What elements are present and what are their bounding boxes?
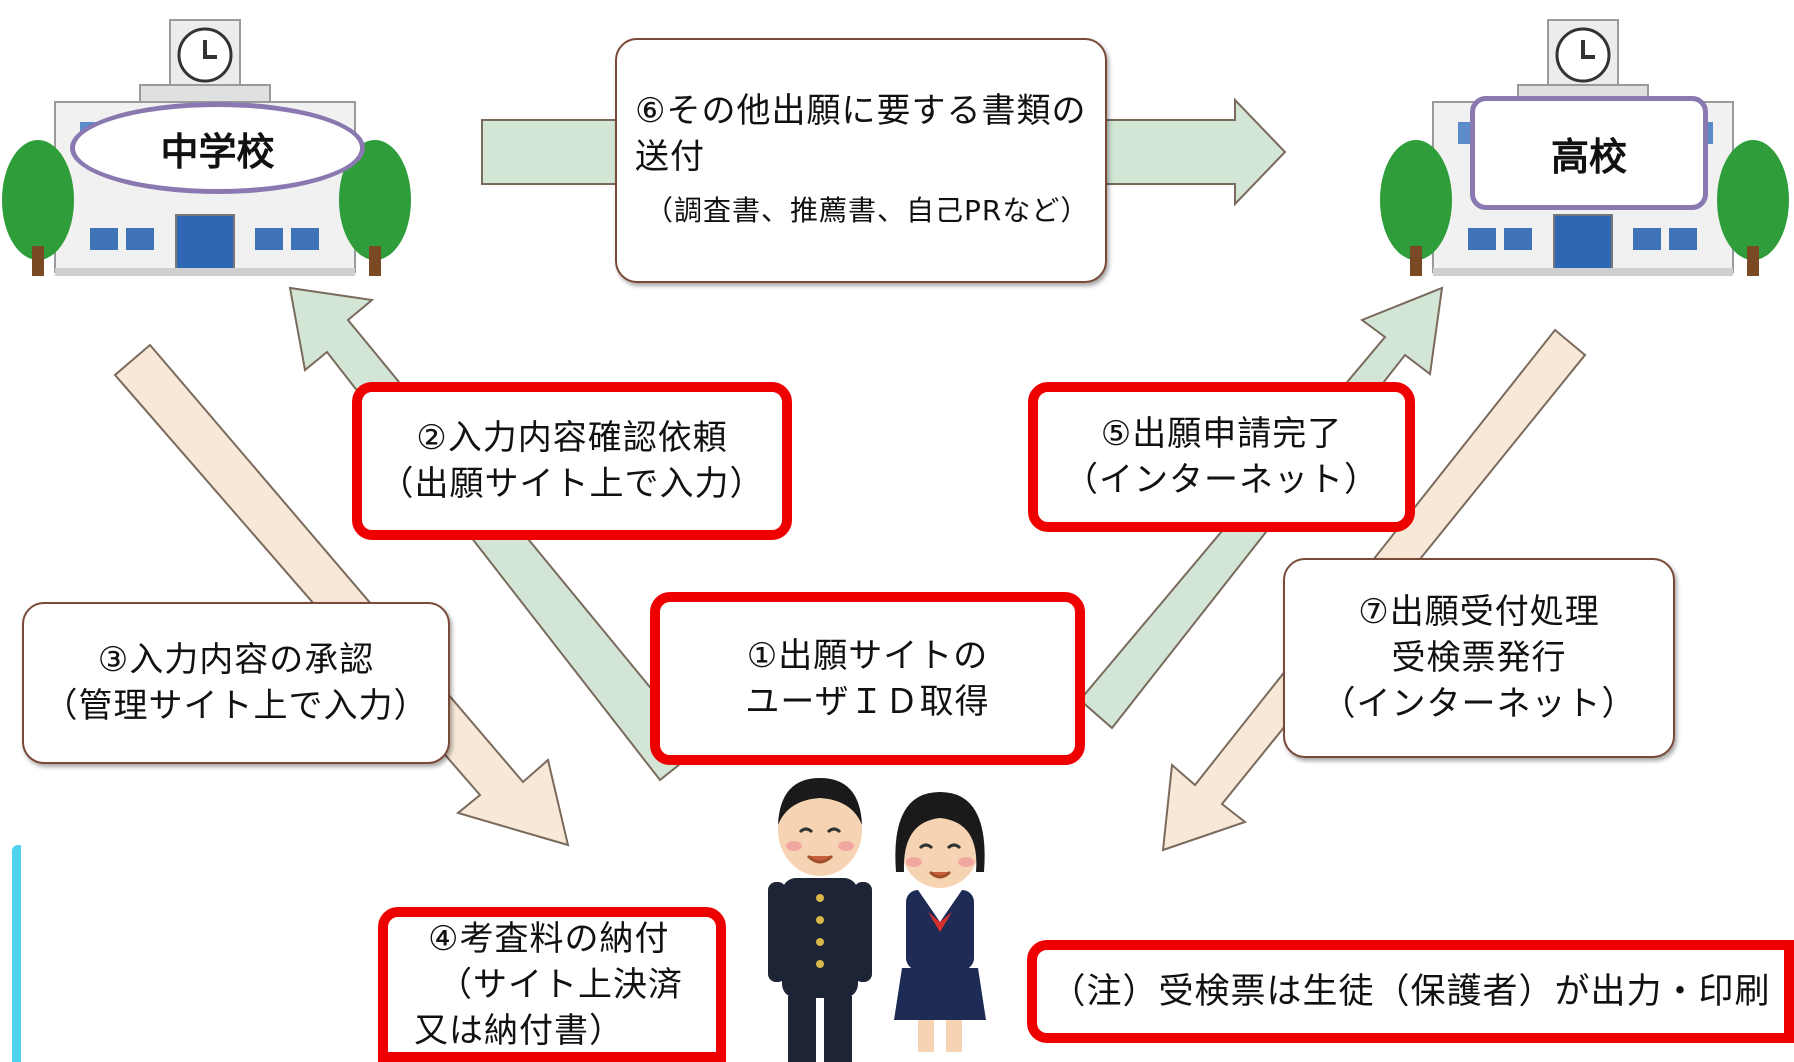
step4-box: ④考査料の納付 （サイト上決済 又は納付書）	[378, 907, 726, 1062]
step7-line2: 受検票発行	[1391, 638, 1567, 678]
step5-line1: ⑤出願申請完了	[1100, 414, 1343, 454]
step6-line2: 送付	[635, 136, 705, 177]
step3-line1: ③入力内容の承認	[97, 640, 375, 680]
step5-line2: （インターネット）	[1064, 460, 1379, 500]
student-girl-icon	[892, 790, 988, 1062]
note-box: （注）受検票は生徒（保護者）が出力・印刷	[1027, 940, 1794, 1043]
step4-line1: ④考査料の納付	[428, 918, 670, 959]
step3-line2: （管理サイト上で入力）	[43, 686, 429, 726]
step3-box: ③入力内容の承認 （管理サイト上で入力）	[22, 602, 450, 764]
step7-line3: （インターネット）	[1321, 684, 1637, 724]
step2-line2: （出願サイト上で入力）	[379, 464, 765, 504]
note-text: （注）受検票は生徒（保護者）が出力・印刷	[1050, 971, 1771, 1012]
step4-line3: 又は納付書）	[414, 1010, 624, 1051]
high-school-label-text: 高校	[1550, 134, 1627, 179]
high-school-label: 高校	[1470, 96, 1708, 210]
step4-line2: （サイト上決済	[438, 964, 683, 1005]
step2-line1: ②入力内容確認依頼	[416, 418, 728, 458]
step1-line1: ①出願サイトの	[746, 635, 989, 676]
step6-line1: ⑥その他出願に要する書類の	[635, 90, 1087, 131]
step6-line3: （調査書、推薦書、自己PRなど）	[645, 193, 1090, 227]
step1-box: ①出願サイトの ユーザＩＤ取得	[650, 592, 1085, 765]
left-edge-strip	[12, 845, 21, 1062]
arrow-step3	[113, 343, 570, 847]
step7-line1: ⑦出願受付処理	[1358, 592, 1600, 632]
step5-box: ⑤出願申請完了 （インターネット）	[1028, 382, 1415, 532]
middle-school-label: 中学校	[70, 102, 365, 194]
step1-line2: ユーザＩＤ取得	[745, 681, 990, 722]
step7-box: ⑦出願受付処理 受検票発行 （インターネット）	[1283, 558, 1675, 758]
student-boy-icon	[766, 776, 874, 1062]
middle-school-label-text: 中学校	[160, 129, 275, 174]
step2-box: ②入力内容確認依頼 （出願サイト上で入力）	[352, 382, 792, 540]
step6-box: ⑥その他出願に要する書類の 送付 （調査書、推薦書、自己PRなど）	[615, 38, 1107, 283]
